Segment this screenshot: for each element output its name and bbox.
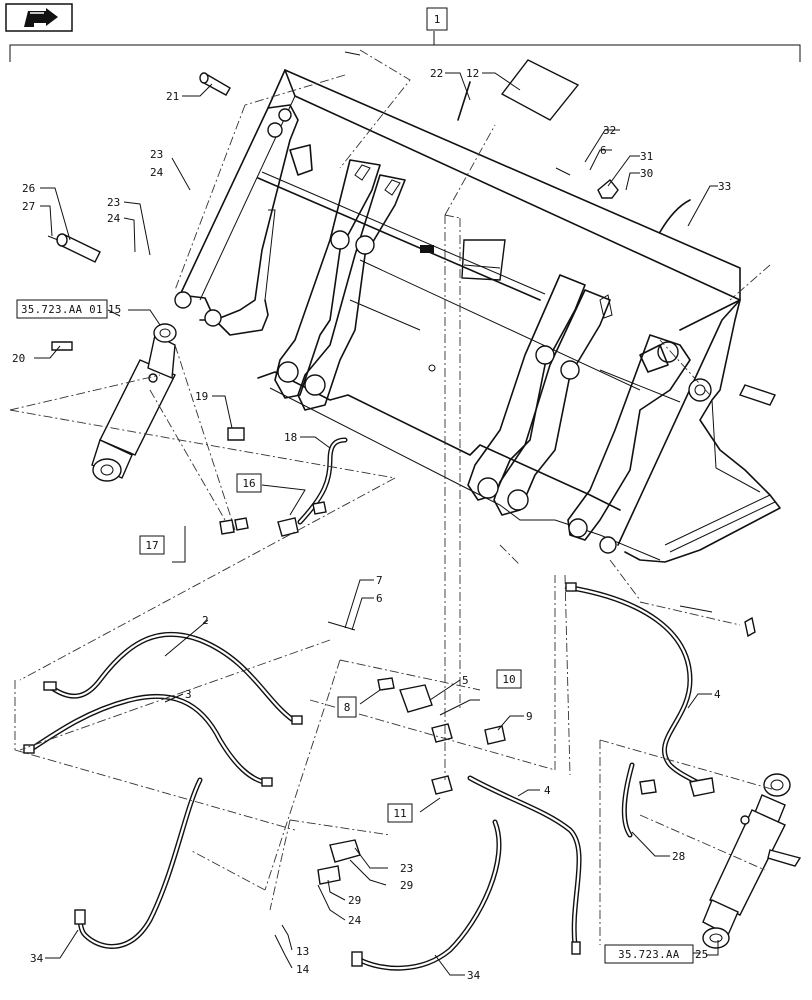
- part-24c: 24: [348, 914, 362, 927]
- svg-text:10: 10: [502, 673, 515, 686]
- part-2: 2: [202, 614, 209, 627]
- svg-text:8: 8: [344, 701, 351, 714]
- svg-text:17: 17: [145, 539, 158, 552]
- part-5: 5: [462, 674, 469, 687]
- part-23b: 23: [107, 196, 120, 209]
- part-31: 31: [640, 150, 653, 163]
- assembly-bracket: 1: [9, 7, 801, 62]
- part-21: 21: [166, 90, 179, 103]
- nav-button[interactable]: [5, 3, 73, 32]
- part-27: 27: [22, 200, 35, 213]
- tube-28: [621, 762, 635, 838]
- hose-34-left: [74, 777, 203, 949]
- part-4b: 4: [544, 784, 551, 797]
- part-14: 14: [296, 963, 310, 976]
- part-19: 19: [195, 390, 208, 403]
- part-18: 18: [284, 431, 297, 444]
- part-12: 12: [466, 67, 479, 80]
- part-15: 15: [108, 303, 121, 316]
- callout-box-11: 11: [387, 803, 413, 823]
- reference-link-left[interactable]: 35.723.AA 01: [16, 299, 108, 319]
- svg-text:35.723.AA 01: 35.723.AA 01: [21, 304, 103, 316]
- hardware: [47, 51, 776, 885]
- part-13: 13: [296, 945, 309, 958]
- part-29b: 29: [348, 894, 361, 907]
- part-30: 30: [640, 167, 653, 180]
- svg-text:35.723.AA: 35.723.AA: [618, 949, 680, 961]
- callout-box-8: 8: [337, 696, 357, 718]
- part-23c: 23: [400, 862, 413, 875]
- part-22: 22: [430, 67, 443, 80]
- left-cylinder: [91, 323, 177, 482]
- part-20: 20: [12, 352, 25, 365]
- svg-text:16: 16: [242, 477, 255, 490]
- part-34a: 34: [30, 952, 44, 965]
- hose-4-center: [467, 775, 582, 955]
- part-9: 9: [526, 710, 533, 723]
- part-25: 25: [695, 948, 708, 961]
- part-labels: 15 21 22 12 23 24 26 27 23 24 32 6 31 30…: [12, 67, 731, 982]
- leader-lines: [34, 72, 719, 976]
- callout-box-10: 10: [496, 669, 522, 689]
- hose-3: [23, 693, 273, 787]
- part-7: 7: [376, 574, 383, 587]
- part-23a: 23: [150, 148, 163, 161]
- part-28: 28: [672, 850, 685, 863]
- part-6a: 6: [600, 144, 607, 157]
- svg-text:11: 11: [393, 807, 406, 820]
- callout-1: 1: [434, 13, 441, 26]
- reference-link-right[interactable]: 35.723.AA: [604, 944, 694, 964]
- part-24b: 24: [107, 212, 121, 225]
- bucket-assembly: [174, 69, 781, 563]
- part-32: 32: [603, 124, 616, 137]
- part-29a: 29: [400, 879, 413, 892]
- right-cylinder: [702, 773, 802, 949]
- callout-box-17: 17: [139, 535, 165, 555]
- arrow-back-icon: [24, 8, 58, 27]
- part-24a: 24: [150, 166, 164, 179]
- hose-2: [43, 631, 303, 725]
- part-4a: 4: [714, 688, 721, 701]
- part-26: 26: [22, 182, 35, 195]
- callout-box-16: 16: [236, 473, 262, 493]
- tube-18: [297, 437, 348, 525]
- part-6b: 6: [376, 592, 383, 605]
- part-33: 33: [718, 180, 731, 193]
- part-34b: 34: [467, 969, 481, 982]
- hose-34-center: [351, 819, 502, 971]
- part-3: 3: [185, 688, 192, 701]
- hose-4-right: [565, 582, 708, 790]
